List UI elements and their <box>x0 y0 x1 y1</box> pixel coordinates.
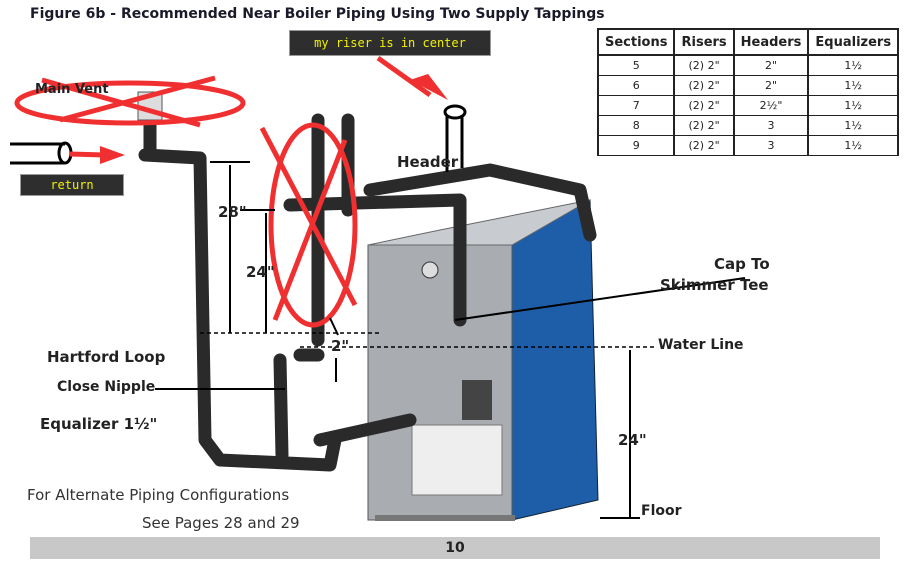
table-cell: (2) 2" <box>673 95 735 116</box>
main-vent-label: Main Vent <box>35 82 109 97</box>
dim-24-lower-label: 24" <box>618 431 647 449</box>
alt-config-note: For Alternate Piping Configurations <box>27 486 290 504</box>
table-row: 7(2) 2"2½"1½ <box>596 95 900 116</box>
table-cell: 1½ <box>807 75 900 96</box>
table-cell: (2) 2" <box>673 115 735 136</box>
table-cell: 1½ <box>807 135 900 156</box>
dim-24-upper-label: 24" <box>246 263 275 281</box>
header-label: Header <box>397 153 459 171</box>
table-cell: 2" <box>732 54 810 76</box>
table-cell: (2) 2" <box>673 54 735 76</box>
riser-pipe-icon <box>443 104 467 172</box>
table-cell: 1½ <box>807 54 900 76</box>
table-row: 6(2) 2"2"1½ <box>596 75 900 96</box>
table-cell: 6 <box>596 75 676 96</box>
dimension-lines <box>155 161 746 519</box>
red-annotations <box>14 55 432 328</box>
table-cell: (2) 2" <box>673 135 735 156</box>
table-cell: 7 <box>596 95 676 116</box>
figure-title: Figure 6b - Recommended Near Boiler Pipi… <box>30 6 605 22</box>
return-pipe-icon <box>10 141 73 165</box>
return-note: return <box>20 174 124 196</box>
col-header: Risers <box>673 28 735 56</box>
table-cell: 3 <box>732 115 810 136</box>
table-cell: 1½ <box>807 95 900 116</box>
table-cell: 2" <box>732 75 810 96</box>
col-header: Sections <box>596 28 676 56</box>
skimmer-tee-label: Skimmer Tee <box>660 276 769 294</box>
dim-28-label: 28" <box>218 203 247 221</box>
boiler-label-plate <box>411 424 503 496</box>
table-cell: 9 <box>596 135 676 156</box>
equalizer-label: Equalizer 1½" <box>40 415 158 433</box>
boiler <box>367 199 599 521</box>
table-row: 5(2) 2"2"1½ <box>596 54 900 76</box>
col-header: Headers <box>732 28 810 56</box>
riser-note: my riser is in center <box>289 30 491 56</box>
table-cell: 3 <box>732 135 810 156</box>
gauge-icon <box>421 261 439 279</box>
return-arrow-icon <box>100 146 125 164</box>
alt-config-pages: See Pages 28 and 29 <box>142 514 300 532</box>
table-cell: 8 <box>596 115 676 136</box>
control-module <box>462 380 492 420</box>
dim-2-label: 2" <box>331 337 350 355</box>
table-cell: 1½ <box>807 115 900 136</box>
table-cell: (2) 2" <box>673 75 735 96</box>
water-line-label: Water Line <box>658 337 744 353</box>
cap-to-label: Cap To <box>714 255 770 273</box>
table-cell: 5 <box>596 54 676 76</box>
floor-label: Floor <box>641 503 682 519</box>
sizing-table: Sections Risers Headers Equalizers 5(2) … <box>596 28 900 156</box>
col-header: Equalizers <box>807 28 900 56</box>
table-cell: 2½" <box>732 95 810 116</box>
close-nipple-label: Close Nipple <box>57 379 156 395</box>
page-number: 10 <box>30 537 880 559</box>
riser-arrow-icon <box>410 74 448 100</box>
hartford-loop-label: Hartford Loop <box>47 348 166 366</box>
